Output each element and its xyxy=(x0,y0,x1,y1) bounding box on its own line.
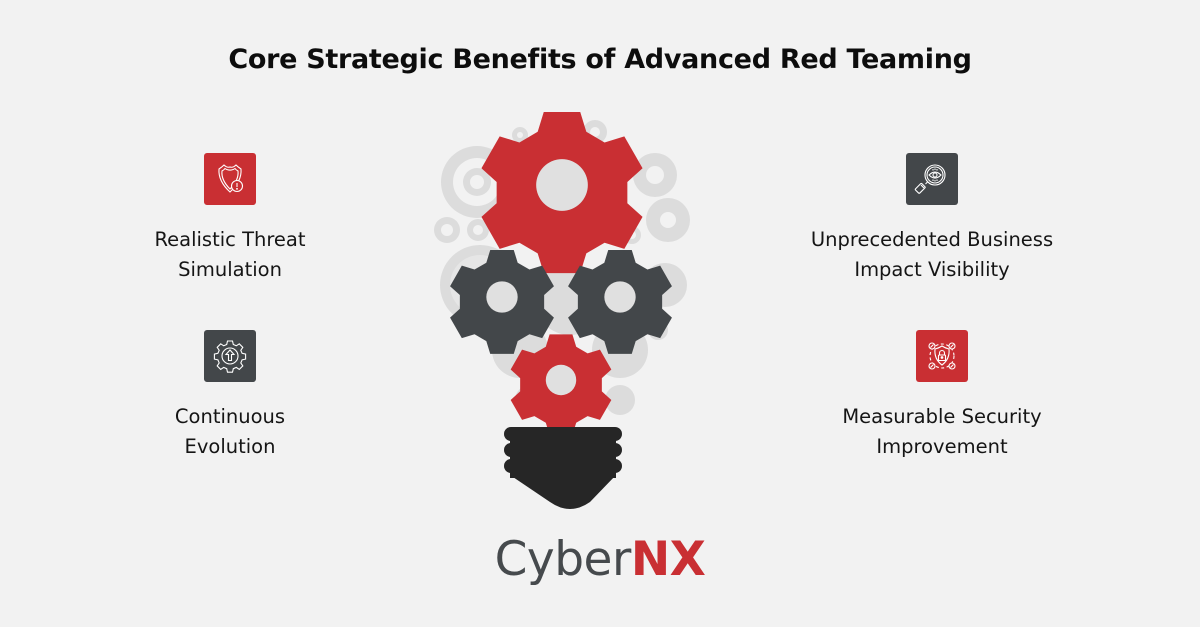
benefit-label-line2: Simulation xyxy=(178,258,282,281)
small-red-gear-icon xyxy=(510,334,612,436)
benefit-continuous-evolution: Continuous Evolution xyxy=(70,330,390,462)
icon-box xyxy=(204,153,256,205)
right-dark-gear-icon xyxy=(568,249,672,354)
icon-box xyxy=(204,330,256,382)
icon-box xyxy=(916,330,968,382)
icon-box xyxy=(906,153,958,205)
logo-text-cyber: Cyber xyxy=(494,532,632,587)
benefit-label-line2: Impact Visibility xyxy=(854,258,1010,281)
benefit-label-line1: Continuous xyxy=(174,405,286,428)
shield-alert-icon xyxy=(218,164,244,193)
bulb-base-icon xyxy=(504,427,622,509)
benefit-label-line1: Unprecedented Business xyxy=(810,228,1054,251)
magnifier-eye-icon xyxy=(914,164,946,194)
benefit-label-line2: Improvement xyxy=(876,435,1008,458)
benefit-label-line2: Evolution xyxy=(184,435,276,458)
benefit-label-line1: Measurable Security xyxy=(842,405,1042,428)
benefit-measurable-security-improvement: Measurable Security Improvement xyxy=(782,330,1102,462)
left-dark-gear-icon xyxy=(450,249,554,354)
lightbulb-gears-illustration xyxy=(434,112,690,509)
page-title: Core Strategic Benefits of Advanced Red … xyxy=(228,44,972,75)
benefit-label-line1: Realistic Threat xyxy=(154,228,306,251)
shield-lock-network-icon xyxy=(928,342,956,370)
benefit-business-impact-visibility: Unprecedented Business Impact Visibility xyxy=(772,153,1092,285)
cybernx-logo: CyberNX xyxy=(0,532,1200,587)
gear-up-arrow-icon xyxy=(213,340,247,373)
large-red-gear-icon xyxy=(481,112,643,274)
benefit-realistic-threat-simulation: Realistic Threat Simulation xyxy=(70,153,390,285)
logo-text-nx: NX xyxy=(630,532,706,587)
